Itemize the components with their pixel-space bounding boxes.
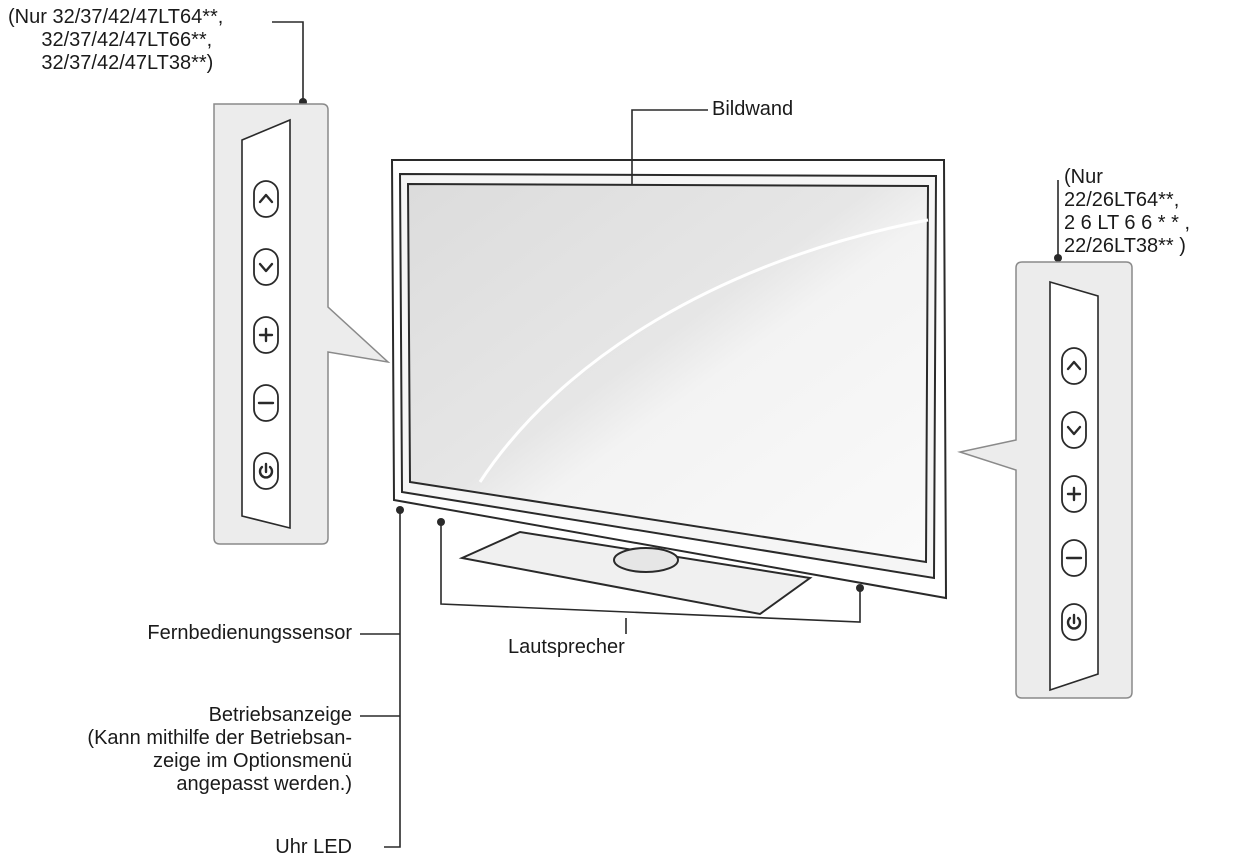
- stand-base: [458, 530, 813, 616]
- screen-callout: [631, 109, 708, 184]
- screen: [406, 182, 930, 564]
- right-volume-down-icon[interactable]: [1061, 539, 1087, 577]
- left-button-panel: [213, 103, 391, 545]
- clock-led-label: Uhr LED: [275, 836, 352, 858]
- right-button-panel: [957, 261, 1133, 699]
- right-volume-up-icon[interactable]: [1061, 475, 1087, 513]
- screen-label: Bildwand: [712, 98, 794, 120]
- speakers-label: Lautsprecher: [508, 636, 625, 658]
- power-indicator-label: Betriebsanzeige (Kann mithilfe der Betri…: [87, 704, 352, 795]
- screen-reflection: [478, 218, 929, 483]
- left-models-callout: [272, 21, 304, 100]
- right-channel-down-icon[interactable]: [1061, 411, 1087, 449]
- tv: [390, 159, 948, 616]
- right-channel-up-icon[interactable]: [1061, 347, 1087, 385]
- left-volume-up-icon[interactable]: [253, 316, 279, 354]
- left-volume-down-icon[interactable]: [253, 384, 279, 422]
- left-channel-up-icon[interactable]: [253, 180, 279, 218]
- left-channel-down-icon[interactable]: [253, 248, 279, 286]
- right-power-icon[interactable]: [1061, 603, 1087, 641]
- right-models-label: (Nur 22/26LT64**, 2 6 LT 6 6 * * , 22/26…: [1064, 166, 1191, 257]
- speaker-bracket: [440, 522, 861, 623]
- remote-sensor-label: Fernbedienungssensor: [147, 622, 352, 644]
- led-vertical-line: [384, 512, 401, 848]
- left-power-icon[interactable]: [253, 452, 279, 490]
- stand-neck: [613, 547, 679, 573]
- callout-lines: [272, 21, 1059, 848]
- left-models-label: (Nur 32/37/42/47LT64**, 32/37/42/47LT66*…: [8, 6, 224, 74]
